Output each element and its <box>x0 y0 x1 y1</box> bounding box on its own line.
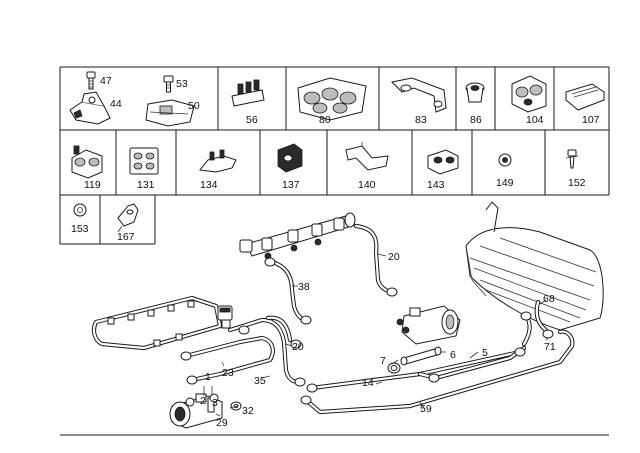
part-131-clip-icon <box>129 147 159 175</box>
callout-20-upper: 20 <box>388 251 400 263</box>
part-119-clip-icon <box>71 145 103 179</box>
part-86-grommet-icon <box>465 82 485 103</box>
callout-6: 6 <box>450 349 456 361</box>
inline-fuel-pump <box>396 305 461 345</box>
label-131: 131 <box>137 179 155 191</box>
label-119: 119 <box>84 179 101 191</box>
callout-5: 5 <box>482 347 488 359</box>
label-153: 153 <box>71 223 89 235</box>
part-80-clip-icon <box>297 77 367 121</box>
label-152: 152 <box>568 177 586 189</box>
part-107-plate-icon <box>564 83 606 111</box>
part-140-bracket-icon <box>345 142 389 171</box>
part-143-clip-icon <box>427 149 459 175</box>
label-104: 104 <box>526 114 544 126</box>
callout-7: 7 <box>380 355 386 367</box>
fuel-tank <box>465 201 604 331</box>
callout-38: 38 <box>298 281 310 293</box>
part-50-plate-icon <box>145 99 195 127</box>
part-134-clip-icon <box>199 149 237 173</box>
label-143: 143 <box>427 179 445 191</box>
callout-71: 71 <box>544 341 556 353</box>
callout-29: 29 <box>216 417 228 429</box>
part-47-bolt-icon <box>86 71 96 90</box>
assembly-callouts: 20 38 20 68 71 1 7 6 5 23 35 14 2 3 32 2… <box>200 251 556 429</box>
label-83: 83 <box>415 114 427 126</box>
callout-14: 14 <box>362 377 374 389</box>
part-152-screw-icon <box>565 149 579 169</box>
label-50: 50 <box>188 100 200 112</box>
callout-2: 2 <box>200 395 206 407</box>
label-167: 167 <box>117 231 135 243</box>
part-137-clip-icon <box>277 143 303 173</box>
injection-line-frame <box>91 295 223 351</box>
part-153-nut-icon <box>73 203 87 217</box>
label-137: 137 <box>282 179 300 191</box>
main-fuel-lines <box>300 311 575 415</box>
pressure-regulator <box>217 305 233 329</box>
fuel-rail <box>239 212 356 260</box>
part-167-clip-icon <box>117 203 139 233</box>
callout-23: 23 <box>222 367 234 379</box>
label-107: 107 <box>582 114 600 126</box>
part-104-connector-icon <box>511 75 547 113</box>
label-134: 134 <box>200 179 218 191</box>
hose-clamp <box>387 362 401 374</box>
label-53: 53 <box>176 78 188 90</box>
callout-20-lower: 20 <box>292 341 304 353</box>
rail-return-pipe <box>353 223 398 297</box>
label-80: 80 <box>319 114 331 126</box>
part-53-screw-icon <box>163 75 174 93</box>
rail-feed-pipe <box>264 257 312 325</box>
label-149: 149 <box>496 177 514 189</box>
catalog-labels: 47 44 53 50 56 80 83 86 104 107 119 131 … <box>71 75 600 243</box>
part-149-grommet-icon <box>498 153 512 167</box>
callout-3: 3 <box>212 397 218 409</box>
part-83-bracket-icon <box>390 77 447 113</box>
central-fuel-lines <box>180 315 306 387</box>
label-44: 44 <box>110 98 122 110</box>
seal-ring <box>230 401 242 411</box>
part-56-clip-icon <box>231 79 265 107</box>
parts-catalog-grid <box>59 66 610 245</box>
label-140: 140 <box>358 179 376 191</box>
callout-32: 32 <box>242 405 254 417</box>
part-44-bracket-icon <box>69 91 111 125</box>
label-86: 86 <box>470 114 482 126</box>
label-56: 56 <box>246 114 258 126</box>
fuel-hose <box>400 346 442 366</box>
callout-leader-lines <box>215 253 549 417</box>
label-47: 47 <box>100 75 112 87</box>
fuel-pump-assembly <box>169 386 223 429</box>
callout-1: 1 <box>205 371 211 383</box>
callout-35: 35 <box>254 375 266 387</box>
callout-68: 68 <box>543 293 555 305</box>
callout-59: 59 <box>420 403 432 415</box>
